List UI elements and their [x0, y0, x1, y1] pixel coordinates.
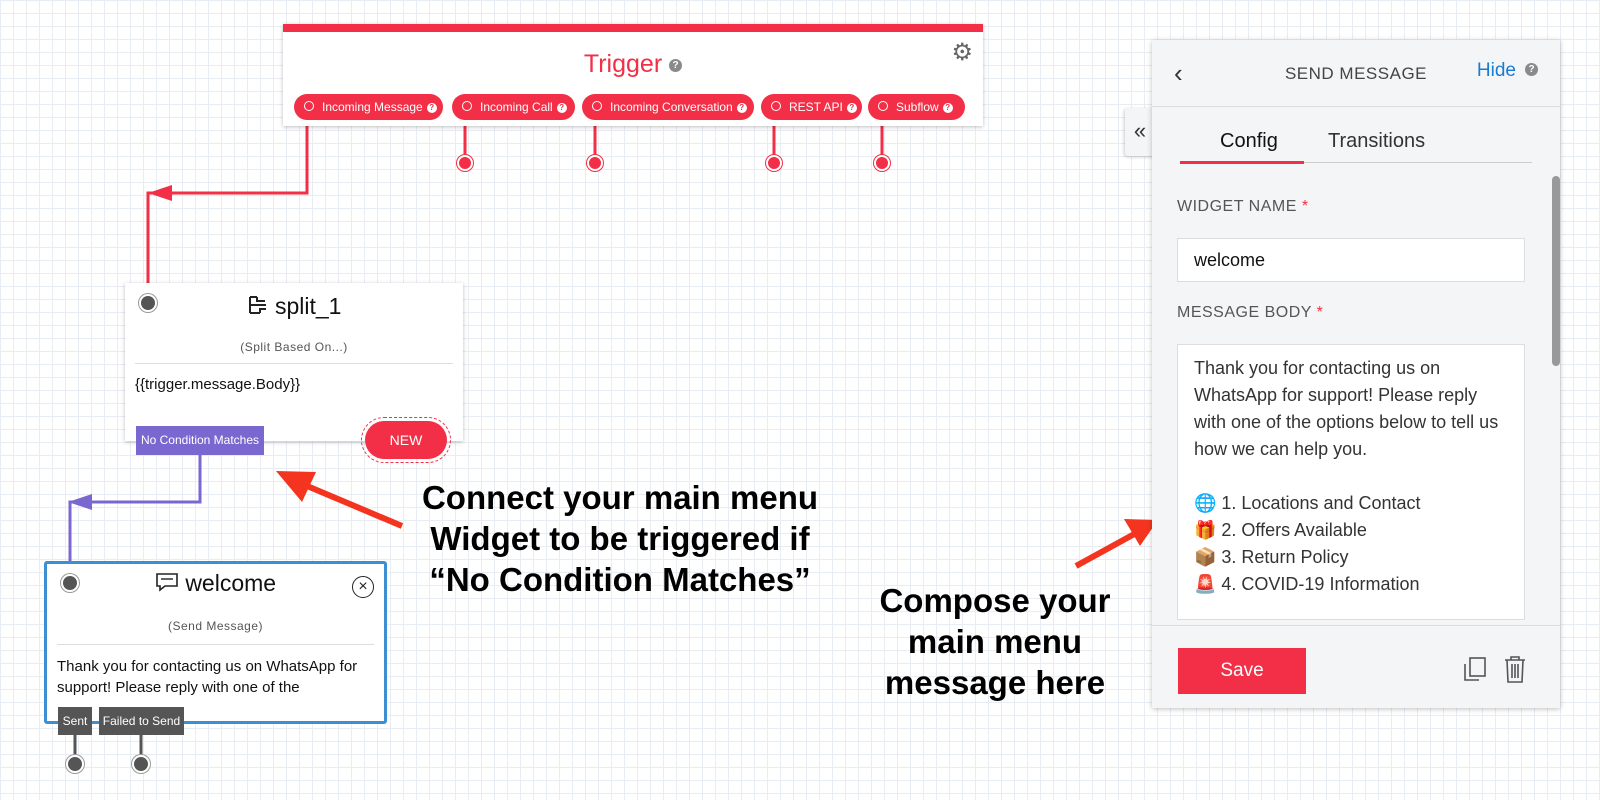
annotation-line: main menu: [907, 623, 1083, 660]
panel-header: ‹ SEND MESSAGE Hide ?: [1152, 40, 1560, 107]
connector-incoming-message: [146, 112, 309, 285]
output-handle-incoming-call[interactable]: [457, 155, 473, 171]
help-icon: ?: [846, 103, 857, 113]
output-handle-failed[interactable]: [132, 755, 150, 773]
input-handle-welcome[interactable]: [61, 574, 79, 592]
message-icon: [156, 573, 178, 592]
annotation-line: Compose your: [879, 582, 1111, 619]
save-button[interactable]: Save: [1178, 648, 1306, 694]
gears-icon[interactable]: ⚙: [951, 39, 973, 66]
split-type: (Split Based On...): [240, 340, 348, 354]
annotation-arrow-connect: [298, 480, 404, 529]
duplicate-icon[interactable]: [1462, 654, 1488, 684]
label-text: WIDGET NAME: [1177, 198, 1297, 215]
divider: [57, 644, 374, 645]
welcome-type: (Send Message): [167, 619, 264, 633]
transition-no-condition-matches[interactable]: No Condition Matches: [136, 426, 264, 455]
tab-bar: [1180, 162, 1532, 163]
trigger-pill-incoming-message[interactable]: Incoming Message?: [294, 94, 443, 120]
trigger-title-row: Trigger ?: [283, 50, 983, 79]
label-text: MESSAGE BODY: [1177, 304, 1312, 321]
annotation-arrow-compose: [1074, 529, 1140, 569]
divider: [135, 363, 453, 364]
required-mark: *: [1301, 198, 1309, 215]
trigger-title: Trigger: [583, 50, 663, 78]
help-icon[interactable]: ?: [1525, 63, 1538, 76]
transition-failed-to-send[interactable]: Failed to Send: [99, 707, 184, 735]
annotation-line: Widget to be triggered if: [430, 520, 810, 557]
trigger-pill-incoming-call[interactable]: Incoming Call?: [452, 94, 575, 120]
output-handle-subflow[interactable]: [874, 155, 890, 171]
trigger-pill-subflow[interactable]: Subflow?: [868, 94, 965, 120]
annotation-line: “No Condition Matches”: [429, 561, 811, 598]
annotation-arrowhead-connect: [276, 471, 316, 502]
output-handle-sent[interactable]: [66, 755, 84, 773]
pill-label: Incoming Call: [480, 100, 553, 114]
panel-footer: Save: [1152, 625, 1560, 708]
new-transition-button[interactable]: NEW: [361, 417, 451, 463]
required-mark: *: [1316, 304, 1324, 321]
annotation-arrowhead-compose: [1124, 519, 1158, 546]
pill-label: Subflow: [896, 100, 939, 114]
help-icon[interactable]: ?: [669, 58, 683, 72]
annotation-line: message here: [884, 664, 1106, 701]
trigger-widget[interactable]: Trigger ? ⚙ Incoming Message? Incoming C…: [283, 24, 983, 126]
help-icon: ?: [942, 103, 953, 113]
annotation-line: Connect your main menu: [421, 479, 819, 516]
trigger-pill-rest-api[interactable]: REST API?: [761, 94, 862, 120]
connector-arrowhead: [68, 494, 92, 510]
close-icon[interactable]: ×: [352, 576, 374, 598]
panel-title: SEND MESSAGE: [1284, 64, 1428, 83]
chevron-left-icon[interactable]: ‹: [1174, 58, 1183, 88]
pill-label: REST API: [789, 100, 843, 114]
pill-label: Incoming Conversation: [610, 100, 733, 114]
annotation-compose: Compose your main menu message here: [860, 580, 1130, 703]
split-title-row: split_1: [125, 293, 463, 320]
input-handle-split[interactable]: [139, 294, 157, 312]
help-icon: ?: [556, 103, 567, 113]
collapse-panel-button[interactable]: «: [1125, 108, 1155, 156]
output-handle-incoming-conversation[interactable]: [587, 155, 603, 171]
transition-sent[interactable]: Sent: [58, 707, 92, 735]
welcome-title-row: welcome: [47, 570, 384, 597]
trash-icon[interactable]: [1502, 654, 1528, 684]
welcome-body: Thank you for contacting us on WhatsApp …: [57, 658, 358, 696]
pill-label: Incoming Message: [322, 100, 423, 114]
help-icon: ?: [426, 103, 437, 113]
split-name: split_1: [274, 293, 342, 319]
hide-panel-link[interactable]: Hide: [1476, 60, 1516, 81]
double-chevron-left-icon: «: [1133, 118, 1147, 143]
message-body-label: MESSAGE BODY *: [1177, 304, 1323, 322]
tab-config[interactable]: Config: [1220, 130, 1278, 152]
help-icon: ?: [736, 103, 747, 113]
split-widget[interactable]: split_1 (Split Based On...) {{trigger.me…: [125, 283, 463, 441]
message-body-textarea[interactable]: Thank you for contacting us on WhatsApp …: [1177, 344, 1525, 620]
output-handle-rest-api[interactable]: [766, 155, 782, 171]
welcome-name: welcome: [185, 570, 277, 596]
annotation-connect: Connect your main menu Widget to be trig…: [395, 477, 845, 600]
welcome-widget[interactable]: welcome × (Send Message) Thank you for c…: [44, 561, 387, 724]
panel-scrollbar[interactable]: [1552, 176, 1560, 366]
tab-active-indicator: [1180, 161, 1304, 164]
split-icon: [248, 296, 266, 314]
widget-name-label: WIDGET NAME *: [1177, 198, 1309, 216]
trigger-pill-incoming-conversation[interactable]: Incoming Conversation?: [582, 94, 754, 120]
widget-config-panel: ‹ SEND MESSAGE Hide ? Config Transitions…: [1152, 40, 1560, 708]
widget-name-input[interactable]: welcome: [1177, 238, 1525, 282]
split-body: {{trigger.message.Body}}: [135, 376, 301, 393]
tab-transitions[interactable]: Transitions: [1328, 130, 1426, 152]
connector-no-condition: [68, 455, 202, 562]
connector-arrowhead: [148, 185, 172, 201]
